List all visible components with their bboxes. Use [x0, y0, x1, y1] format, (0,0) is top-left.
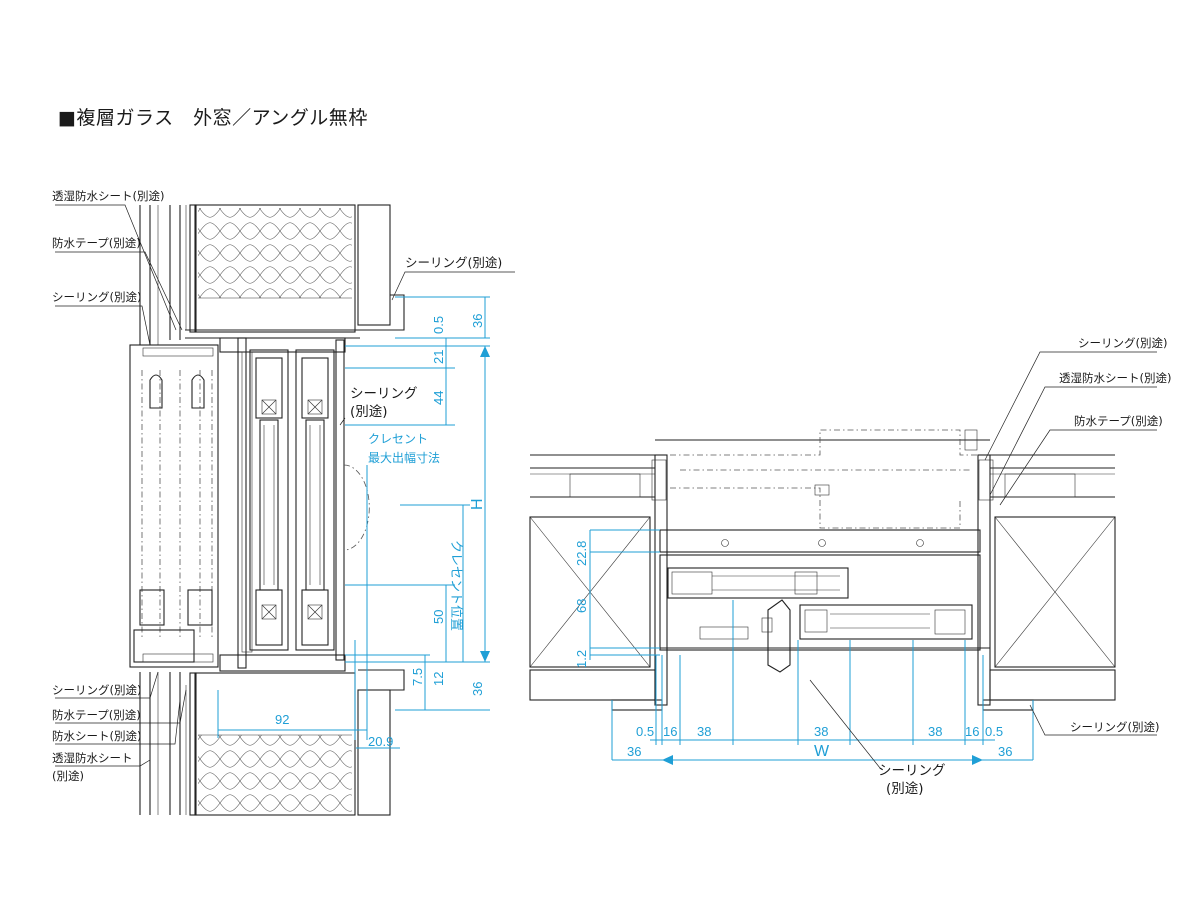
exterior-wall-layers	[139, 205, 187, 815]
label-plan-sealing-r1: シーリング(別途)	[1078, 336, 1167, 350]
label-plan-sealing-bottom-sub: (別途)	[886, 780, 924, 797]
page-title: ■複層ガラス 外窓／アングル無枠	[58, 107, 368, 129]
dim-16-right: 16	[965, 724, 979, 739]
top-stud-insulation	[185, 204, 360, 339]
dim-0-5: 0.5	[431, 316, 446, 334]
dim-36-right: 36	[998, 744, 1012, 759]
plan-leaders	[809, 351, 1157, 769]
dim-12: 12	[431, 672, 446, 686]
dim-50: 50	[431, 610, 446, 624]
label-moisture-sheet-top: 透湿防水シート(別途)	[52, 189, 164, 203]
label-sealing-bottom: シーリング(別途)	[52, 683, 141, 697]
dim-16-left: 16	[663, 724, 677, 739]
dim-7-5: 7.5	[410, 668, 425, 686]
label-sealing-mid-sub: (別途)	[350, 403, 388, 420]
dim-92: 92	[275, 712, 289, 727]
bottom-stud-insulation	[189, 672, 356, 816]
dim-36-top: 36	[470, 314, 485, 328]
label-crescent-max: 最大出幅寸法	[368, 450, 440, 465]
section-view: 透湿防水シート(別途) 防水テープ(別途) シーリング(別途) シーリング(別途…	[52, 189, 515, 816]
plan-exterior-shutter	[670, 429, 980, 529]
label-plan-moisture-sheet: 透湿防水シート(別途)	[1059, 371, 1171, 385]
label-plan-waterproof-tape: 防水テープ(別途)	[1074, 414, 1163, 428]
dim-68: 68	[574, 599, 589, 613]
label-crescent-position: クレセント位置	[449, 540, 464, 631]
dim-44: 44	[431, 391, 446, 405]
label-plan-sealing-bottom: シーリング	[878, 763, 946, 779]
dim-W: W	[814, 743, 830, 760]
window-frame-plan	[611, 454, 1034, 711]
label-sealing-top-left: シーリング(別途)	[52, 290, 141, 304]
label-moisture-sheet-bottom: 透湿防水シート	[52, 751, 133, 765]
plan-wall-bands	[530, 439, 1115, 498]
dim-H: H	[469, 498, 486, 510]
dim-20-9: 20.9	[368, 734, 393, 749]
section-leaders	[55, 204, 515, 767]
dim-1-2: 1.2	[574, 650, 589, 668]
window-frame-section	[219, 337, 370, 672]
dim-0-5-left: 0.5	[636, 724, 654, 739]
dim-38-left: 38	[697, 724, 711, 739]
dim-38-mid: 38	[814, 724, 828, 739]
label-plan-sealing-r2: シーリング(別途)	[1070, 720, 1159, 734]
label-sealing-top-right: シーリング(別途)	[405, 255, 502, 270]
label-waterproof-sheet-bottom: 防水シート(別途)	[52, 729, 141, 743]
section-dimensions	[217, 296, 490, 749]
plan-view: シーリング(別途) 透湿防水シート(別途) 防水テープ(別途) シーリング(別途…	[529, 336, 1171, 797]
dim-0-5-right: 0.5	[985, 724, 1003, 739]
label-waterproof-tape-bottom: 防水テープ(別途)	[52, 708, 141, 722]
label-moisture-sheet-bottom-sub: (別途)	[52, 769, 84, 783]
plan-studs	[529, 516, 1116, 701]
label-sealing-mid: シーリング	[350, 386, 418, 402]
dim-36-bottom: 36	[470, 682, 485, 696]
dim-38-right: 38	[928, 724, 942, 739]
plan-dimensions	[589, 529, 1034, 765]
dim-21: 21	[431, 350, 446, 364]
dim-36-left: 36	[627, 744, 641, 759]
exterior-shutter	[129, 344, 219, 668]
label-waterproof-tape-top: 防水テープ(別途)	[52, 236, 141, 250]
dim-22-8: 22.8	[574, 541, 589, 566]
label-crescent: クレセント	[368, 432, 428, 446]
interior-wall	[357, 204, 405, 816]
